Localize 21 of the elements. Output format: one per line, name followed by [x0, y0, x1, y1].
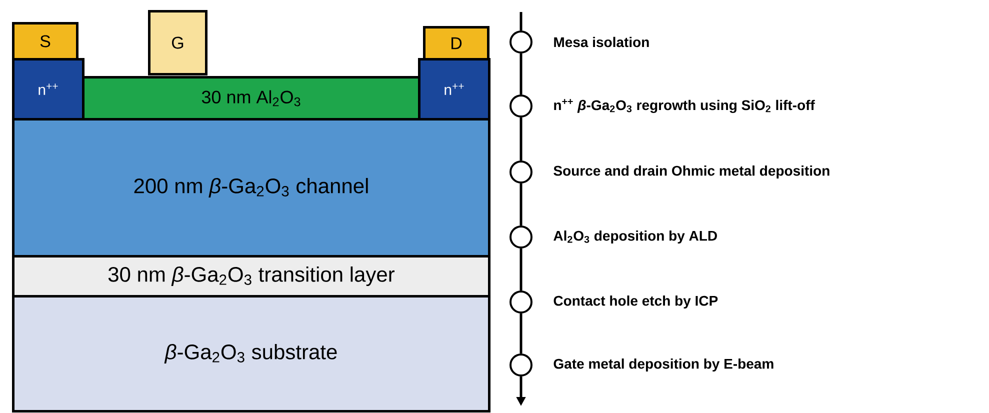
- step-label: n$^{++}$ β-Ga$_{2}$O$_{3}$ regrowth using SiO$_{2}$ lift-off: [554, 99, 815, 113]
- timeline-line: [520, 248, 522, 290]
- source-contact: S: [12, 22, 78, 60]
- channel-layer: 200 nm β-Ga$_{2}$O$_{3}$ channel: [12, 118, 490, 258]
- step-label: Gate metal deposition by E-beam: [554, 358, 774, 372]
- timeline-line: [520, 118, 522, 160]
- step-label: Al$_{2}$O$_{3}$ deposition by ALD: [554, 230, 717, 244]
- step-label: Source and drain Ohmic metal deposition: [554, 165, 830, 179]
- timeline-line: [520, 54, 522, 94]
- timeline-line: [520, 314, 522, 354]
- drain-contact: D: [423, 26, 490, 60]
- substrate-layer: β-Ga$_{2}$O$_{3}$ substrate: [12, 295, 490, 412]
- oxide-layer: 30 nm Al$_{2}$O$_{3}$: [82, 76, 420, 120]
- gate-contact: G: [148, 10, 208, 76]
- step-label: Contact hole etch by ICP: [554, 295, 718, 309]
- timeline-line: [520, 184, 522, 226]
- step-label: Mesa isolation: [554, 36, 649, 48]
- timeline-line: [520, 12, 522, 30]
- transition-layer: 30 nm β-Ga$_{2}$O$_{3}$ transition layer: [12, 255, 490, 298]
- doped-region: n$^{++}$: [12, 58, 84, 120]
- doped-region: n$^{++}$: [418, 58, 490, 120]
